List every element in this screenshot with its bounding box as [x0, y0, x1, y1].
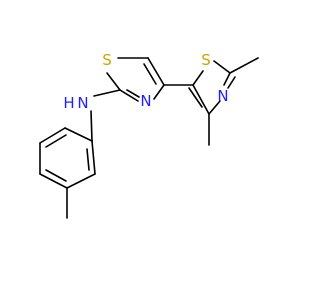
atom-label-n1: N — [140, 92, 151, 110]
bond-c2p-n2 — [223, 72, 231, 86]
bond-ar6-ar1 — [64, 127, 93, 142]
atom-label-s2: S — [201, 51, 211, 69]
bond-c2-nh — [93, 89, 121, 97]
atom-label-nh: N — [77, 94, 88, 112]
bond-ar3-ar4 — [39, 173, 68, 189]
bond-c4p-c5p-inner — [188, 87, 203, 108]
bond-s1-c2 — [106, 72, 121, 91]
bond-s2-c2p — [213, 60, 231, 74]
bond-c2-n1-inner — [126, 89, 140, 98]
bond-n2-c4p — [208, 100, 221, 115]
bond-n1-c4 — [153, 84, 165, 100]
atom-label-s1: S — [102, 51, 112, 69]
atom-label-h: H — [63, 94, 74, 112]
atom-label-n2: N — [217, 87, 228, 105]
bond-c2p-n2-inner — [227, 76, 236, 89]
bond-c2-n1 — [119, 89, 139, 102]
bond-ar3-ar4-inner — [45, 169, 67, 182]
bond-layer — [39, 57, 259, 219]
bond-c4-c5 — [147, 57, 165, 86]
bond-c4-c5-inner — [143, 63, 157, 85]
bond-ar2-ar3 — [66, 173, 96, 189]
bond-c2p-methyl — [229, 57, 259, 74]
bond-ar1-ar2-inner — [86, 148, 90, 171]
bond-c4p-c5p — [192, 84, 210, 115]
bond-ar1-ar2 — [91, 140, 96, 175]
bond-ar5-ar6 — [39, 127, 66, 144]
bond-c5p-s2 — [192, 70, 204, 86]
bond-ar5-ar6-inner — [45, 134, 67, 148]
bond-nh-aryl — [90, 110, 93, 142]
atom-labels: S N S N N H — [63, 51, 228, 112]
molecule-structure: S N S N N H — [39, 51, 259, 219]
